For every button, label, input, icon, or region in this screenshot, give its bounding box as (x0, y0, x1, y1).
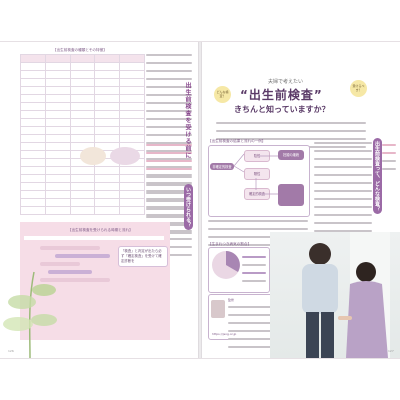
timeline-header: 【出生前検査を受けられる時期と流れ】 (68, 228, 133, 232)
illustration-women (110, 147, 140, 165)
right-side-text (382, 142, 396, 172)
timeline-bar (40, 278, 110, 282)
page-number-right: 127 (388, 349, 394, 353)
expert-url[interactable]: https://jsog.or.jp (212, 332, 237, 336)
page-number-left: 126 (8, 349, 14, 353)
flow-arrows (234, 153, 278, 195)
test-types-table (20, 54, 145, 215)
flow-header: 【出生前検査の結果と流れの一例】 (208, 139, 266, 143)
left-side-heading: 出生前検査を受ける前に (184, 82, 191, 159)
flow-chip-continue: 妊娠の継続 (278, 150, 304, 160)
gutter (198, 42, 202, 358)
timeline-callout: 「検査」と判定が出たら必ず「確定検査」を受けて確定診断を (118, 246, 168, 267)
illustration-ultrasound (80, 147, 106, 165)
page-title: “出生前検査” (240, 88, 323, 102)
expert-label: 監修 (228, 298, 235, 302)
right-page: どんな検査？ 受けるべき？ 夫婦で考えたい “出生前検査” きちんと知っています… (202, 42, 400, 358)
timeline-bar (48, 270, 92, 274)
kicker: 夫婦で考えたい (268, 79, 304, 85)
couple-illustration (302, 232, 390, 358)
expert-text (228, 304, 284, 350)
timeline-scale (24, 236, 164, 240)
right-side-heading: 出生前検査って、どんな検査？ (373, 138, 382, 214)
expert-avatar (211, 300, 225, 318)
magazine-spread: 【出生前検査の種類とその特徴】 (0, 41, 400, 359)
table-header: 【出生前検査の種類とその特徴】 (53, 48, 107, 52)
timeline-bar (40, 246, 100, 250)
stat-header: 【生まれつき病気の割合】 (208, 242, 252, 246)
bubble-left: どんな検査？ (214, 86, 231, 103)
stat-legend (242, 254, 266, 284)
flow-chip-screening: 非確定的検査 (210, 163, 234, 170)
stat-pie-chart (212, 251, 240, 279)
left-side-pill: いつ受けられる？ (184, 184, 193, 230)
flow-chip-result (278, 184, 304, 206)
couple-photo (270, 232, 400, 358)
timeline-bar (55, 254, 110, 258)
page-subtitle: きちんと知っていますか？ (234, 105, 330, 114)
bubble-right: 受けるべき？ (350, 80, 367, 97)
flow-chip-positive: 陽性 (244, 168, 270, 180)
plant-decoration (3, 271, 57, 358)
left-page: 【出生前検査の種類とその特徴】 (0, 42, 198, 358)
timeline-bar (40, 262, 80, 266)
